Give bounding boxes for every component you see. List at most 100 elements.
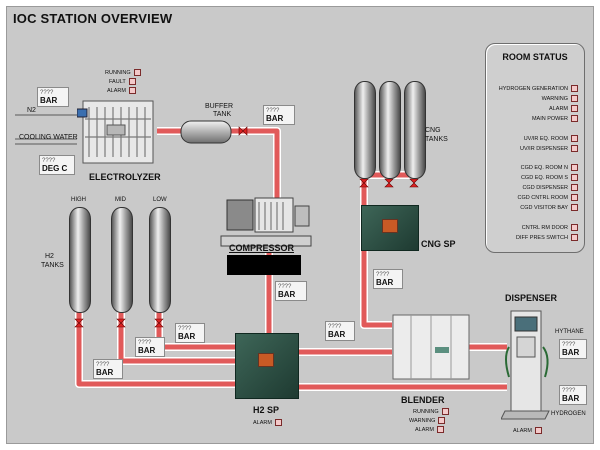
blender-status-alarm: ALARM [415, 426, 444, 433]
h2-tank-mid-label: MID [115, 197, 126, 203]
electrolyzer-icon [76, 100, 154, 164]
status-main-power: MAIN POWER [532, 115, 578, 122]
indicator [571, 115, 578, 122]
buffer-tank-icon [180, 120, 232, 144]
status-cntrl-rm-door: CNTRL RM DOOR [522, 224, 578, 231]
valve-cng-1[interactable] [359, 178, 369, 188]
dispenser-alarm: ALARM [513, 427, 542, 434]
valve-buffer[interactable] [238, 126, 248, 136]
electrolyzer-unit[interactable] [76, 97, 157, 169]
h2-tank-low[interactable] [149, 207, 171, 313]
cng-sp-pressure-tag: ????BAR [373, 269, 403, 289]
status-cgd-dispenser: CGD DISPENSER [522, 184, 578, 191]
h2-tanks-label-2: TANKS [41, 262, 64, 269]
h2-sp-pressure-tag: ????BAR [325, 321, 355, 341]
blender-label: BLENDER [401, 395, 445, 405]
indicator [571, 194, 578, 201]
indicator [571, 224, 578, 231]
blender-status-warning: WARNING [409, 417, 446, 424]
electrolyzer-status-running: RUNNING [105, 69, 141, 76]
electrolyzer-label: ELECTROLYZER [89, 172, 161, 182]
cng-tank-2[interactable] [379, 81, 401, 179]
compressor-unit[interactable] [215, 192, 317, 250]
buffer-tank-label-1: BUFFER [205, 103, 233, 110]
h2-sp-panel[interactable] [235, 333, 299, 399]
h2-tank-high[interactable] [69, 207, 91, 313]
compressor-label: COMPRESSOR [229, 243, 295, 253]
status-alarm: ALARM [549, 105, 578, 112]
cooling-water-label: COOLING WATER [19, 134, 78, 141]
electrolyzer-pressure-tag: ????BAR [37, 87, 69, 107]
h2-tank-high-pressure-tag: ????BAR [93, 359, 123, 379]
indicator [571, 95, 578, 102]
room-status-title: ROOM STATUS [502, 52, 568, 62]
indicator [571, 85, 578, 92]
dispenser-icon [500, 310, 550, 420]
compressor-black-bar [227, 255, 301, 275]
h2-tank-low-pressure-tag: ????BAR [175, 323, 205, 343]
n2-label: N2 [27, 107, 36, 114]
indicator [571, 145, 578, 152]
indicator [128, 78, 136, 85]
status-cgd-cntrl-room: CGD CNTRL ROOM [517, 194, 578, 201]
station-overview-screen: IOC STATION OVERVIEW [6, 6, 594, 444]
indicator [133, 69, 141, 76]
indicator [436, 426, 444, 433]
status-hydrogen-generation: HYDROGEN GENERATION [499, 85, 578, 92]
indicator [571, 204, 578, 211]
status-warning: WARNING [542, 95, 578, 102]
compressor-icon [220, 197, 312, 247]
h2-sp-window [257, 353, 274, 368]
h2-tank-high-label: HIGH [71, 197, 86, 203]
compressor-pressure-tag: ????BAR [275, 281, 307, 301]
indicator [571, 135, 578, 142]
indicator [571, 105, 578, 112]
indicator [571, 174, 578, 181]
room-status-panel: ROOM STATUS HYDROGEN GENERATION WARNING … [485, 43, 585, 253]
cng-tanks-label-1: CNG [425, 127, 441, 134]
cng-tanks-label-2: TANKS [425, 136, 448, 143]
blender-icon [392, 314, 470, 380]
blender-status-running: RUNNING [413, 408, 449, 415]
status-uvir-eq-room: UV/IR EQ. ROOM [524, 135, 578, 142]
indicator [534, 427, 542, 434]
indicator [274, 419, 282, 426]
cng-sp-label: CNG SP [421, 239, 456, 249]
status-uvir-dispenser: UV/IR DISPENSER [520, 145, 578, 152]
valve-high[interactable] [74, 318, 84, 328]
status-cgd-eq-room-n: CGD EQ. ROOM N [521, 164, 578, 171]
status-cgd-eq-room-s: CGD EQ. ROOM S [521, 174, 578, 181]
indicator [571, 184, 578, 191]
h2-tank-mid-pressure-tag: ????BAR [135, 337, 165, 357]
buffer-tank[interactable] [179, 117, 233, 147]
h2-tank-low-label: LOW [153, 197, 167, 203]
dispenser-unit[interactable] [500, 307, 553, 421]
dispenser-label: DISPENSER [505, 293, 558, 303]
buffer-tank-label-2: TANK [213, 111, 232, 118]
buffer-tank-pressure-tag: ????BAR [263, 105, 295, 125]
h2-tanks-label-1: H2 [45, 253, 54, 260]
dispenser-hythane-pressure-tag: ????BAR [559, 339, 587, 359]
cng-sp-window [381, 219, 398, 234]
blender-unit[interactable] [391, 307, 471, 383]
electrolyzer-status-alarm: ALARM [107, 87, 136, 94]
indicator [571, 164, 578, 171]
valve-low[interactable] [154, 318, 164, 328]
cng-tank-1[interactable] [354, 81, 376, 179]
electrolyzer-status-fault: FAULT [109, 78, 136, 85]
status-diff-pres-switch: DIFF PRES SWITCH [516, 234, 578, 241]
cng-tank-3[interactable] [404, 81, 426, 179]
valve-cng-2[interactable] [384, 178, 394, 188]
h2-tank-mid[interactable] [111, 207, 133, 313]
indicator [441, 408, 449, 415]
page-title: IOC STATION OVERVIEW [13, 11, 173, 26]
h2-sp-label: H2 SP [253, 405, 280, 415]
cng-sp-panel[interactable] [361, 205, 419, 251]
h2-sp-alarm: ALARM [253, 419, 282, 426]
dispenser-hydrogen-pressure-tag: ????BAR [559, 385, 587, 405]
indicator [438, 417, 446, 424]
valve-mid[interactable] [116, 318, 126, 328]
dispenser-hythane-label: HYTHANE [555, 329, 584, 335]
dispenser-hydrogen-label: HYDROGEN [551, 411, 586, 417]
valve-cng-3[interactable] [409, 178, 419, 188]
